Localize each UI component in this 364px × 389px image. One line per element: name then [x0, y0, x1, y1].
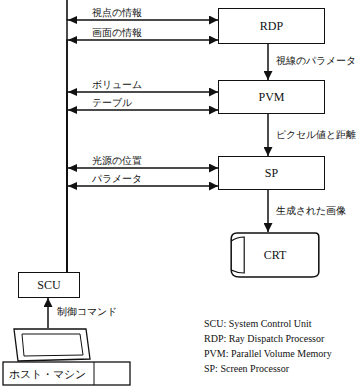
connector-line	[67, 40, 218, 272]
edge-label: 視点の情報	[92, 7, 142, 19]
connector-line	[267, 44, 269, 80]
bus-line	[66, 0, 68, 20]
host-screen	[22, 334, 83, 356]
connector	[67, 164, 218, 272]
node-text: RDP	[260, 19, 283, 33]
connector-line	[67, 186, 218, 272]
host-machine: ホスト・マシン	[2, 328, 132, 386]
arrow-head	[68, 106, 77, 114]
connector	[48, 298, 49, 328]
processor-box: RDP	[218, 8, 325, 44]
connector	[268, 190, 269, 232]
connector-line	[67, 20, 218, 272]
connector	[67, 182, 218, 272]
node-text: SCU	[37, 278, 60, 292]
processor-box: PVM	[218, 80, 325, 114]
connector-line	[67, 168, 218, 272]
control-box: SCU	[18, 272, 80, 298]
edge-label: ピクセル値と距離	[276, 129, 356, 141]
edge-label: 光源の位置	[92, 155, 142, 167]
edge-label: 制御コマンド	[57, 306, 117, 318]
arrow-head	[68, 182, 77, 190]
connector-line	[267, 190, 269, 232]
node-text: PVM	[258, 90, 284, 104]
connector	[67, 36, 218, 272]
connector-line	[47, 298, 49, 328]
host-base	[3, 362, 130, 385]
abbreviation-note: SP: Screen Processor	[204, 363, 289, 375]
crt-monitor: CRT	[230, 232, 320, 278]
arrow-head	[68, 16, 77, 24]
crt-bevel	[231, 237, 244, 273]
edge-label: パラメータ	[92, 173, 142, 185]
connector	[67, 88, 218, 272]
arrow-head	[68, 88, 77, 96]
abbreviation-note: SCU: System Control Unit	[204, 318, 312, 330]
node-text: SP	[265, 166, 278, 180]
edge-label: 生成された画像	[276, 205, 346, 217]
connector	[268, 114, 269, 156]
connector-line	[67, 110, 218, 272]
node-text: ホスト・マシン	[9, 367, 86, 381]
edge-label: テーブル	[92, 97, 132, 109]
connector	[67, 16, 218, 272]
processor-box: SP	[218, 156, 325, 190]
node-text: CRT	[230, 248, 320, 262]
arrow-head	[68, 36, 77, 44]
edge-label: 画面の情報	[92, 27, 142, 39]
host-partition	[94, 362, 95, 385]
arrow-head	[68, 164, 77, 172]
connector	[67, 106, 218, 272]
abbreviation-note: RDP: Ray Dispatch Processor	[204, 333, 324, 345]
edge-label: 視線のパラメータ	[276, 55, 356, 67]
connector	[268, 44, 269, 80]
host-monitor	[14, 329, 90, 361]
abbreviation-note: PVM: Parallel Volume Memory	[204, 348, 332, 360]
edge-label: ボリューム	[92, 79, 142, 91]
connector-line	[267, 114, 269, 156]
connector-line	[67, 92, 218, 272]
